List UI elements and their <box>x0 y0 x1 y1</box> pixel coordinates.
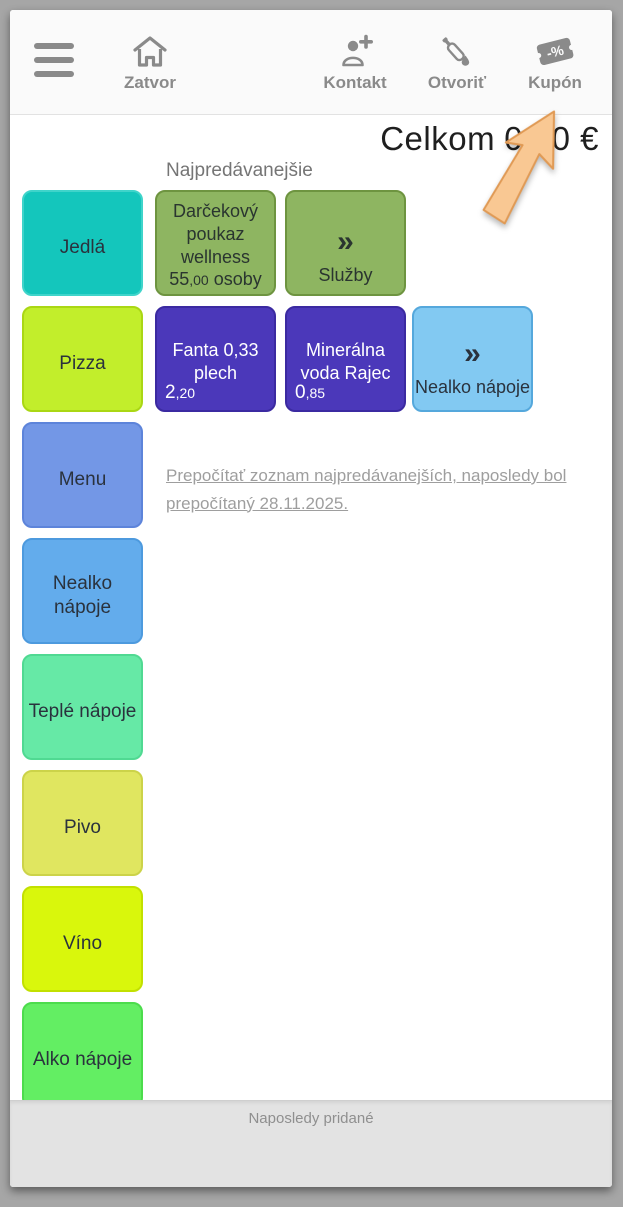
category-tile-jedla[interactable]: Jedlá <box>22 190 143 296</box>
product-tile-darcekovy-poukaz[interactable]: Darčekový poukaz wellness 55,00 osoby <box>155 190 276 296</box>
category-label: Jedlá <box>59 236 106 258</box>
home-icon <box>133 36 167 67</box>
hamburger-icon <box>34 57 74 63</box>
toolbar-button-label: Otvoriť <box>427 73 487 92</box>
double-chevron-icon: » <box>337 224 354 258</box>
category-tile-pizza[interactable]: Pizza <box>22 306 143 412</box>
category-tile-nealko-napoje[interactable]: Nealko nápoje <box>22 538 143 644</box>
toolbar-button-kupon[interactable]: -% Kupón <box>513 34 597 93</box>
best-sellers-title: Najpredávanejšie <box>166 160 313 181</box>
toolbar-button-kontakt[interactable]: Kontakt <box>313 34 397 93</box>
app-window: Zatvor Kontakt <box>10 10 612 1187</box>
category-label: Víno <box>62 932 103 954</box>
group-name: Služby <box>318 264 373 285</box>
recent-items-bar[interactable]: Naposledy pridané <box>10 1100 612 1187</box>
toolbar-button-zatvor[interactable]: Zatvor <box>108 34 192 93</box>
person-add-icon <box>342 34 373 67</box>
toolbar-button-label: Kontakt <box>323 73 387 92</box>
toolbar-button-label: Zatvor <box>124 73 176 92</box>
product-price: 2,20 <box>165 382 196 403</box>
total-display: Celkom 0,00 € <box>380 120 599 158</box>
group-tile-nealko-napoje[interactable]: » Nealko nápoje <box>412 306 533 412</box>
toolbar-button-otvorit[interactable]: Otvoriť <box>415 34 499 93</box>
menu-button[interactable] <box>34 43 76 77</box>
svg-text:-%: -% <box>545 42 566 62</box>
recalculate-link-line: Prepočítať zoznam najpredávanejších, nap… <box>166 466 567 485</box>
group-name: Nealko nápoje <box>414 377 531 398</box>
bottle-open-icon <box>442 37 470 66</box>
pointer-arrow-icon <box>482 110 556 225</box>
coupon-icon: -% <box>536 37 575 66</box>
category-tile-pivo[interactable]: Pivo <box>22 770 143 876</box>
recalculate-link[interactable]: Prepočítať zoznam najpredávanejších, nap… <box>166 462 586 517</box>
hamburger-icon <box>34 71 74 77</box>
category-label: Pizza <box>59 352 106 374</box>
total-label: Celkom <box>380 120 496 157</box>
category-label: Menu <box>58 468 107 490</box>
category-tile-teple-napoje[interactable]: Teplé nápoje <box>22 654 143 760</box>
product-tile-mineralna-voda[interactable]: Minerálna voda Rajec 0,85 <box>285 306 406 412</box>
product-price: 55,00 osoby <box>169 269 262 290</box>
product-tile-fanta[interactable]: Fanta 0,33 plech 2,20 <box>155 306 276 412</box>
product-name: Minerálna voda Rajec <box>300 339 391 383</box>
group-tile-sluzby[interactable]: » Služby <box>285 190 406 296</box>
category-label: Pivo <box>64 816 101 838</box>
hamburger-icon <box>34 43 74 49</box>
recalculate-link-line: prepočítaný 28.11.2025. <box>166 493 349 513</box>
toolbar-button-label: Kupón <box>528 73 582 92</box>
toolbar: Zatvor Kontakt <box>10 10 612 115</box>
category-label: Alko nápoje <box>32 1048 133 1070</box>
recent-items-label: Naposledy pridané <box>248 1110 374 1127</box>
category-label: Teplé nápoje <box>28 700 137 722</box>
category-tile-menu[interactable]: Menu <box>22 422 143 528</box>
product-name: Fanta 0,33 plech <box>172 339 259 383</box>
double-chevron-icon: » <box>464 337 481 371</box>
total-amount: 0,00 € <box>504 120 599 157</box>
category-label: Nealko nápoje <box>52 572 113 618</box>
category-tile-alko-napoje[interactable]: Alko nápoje <box>22 1002 143 1108</box>
product-price: 0,85 <box>295 382 326 403</box>
category-tile-vino[interactable]: Víno <box>22 886 143 992</box>
product-name: Darčekový poukaz wellness <box>172 201 259 267</box>
